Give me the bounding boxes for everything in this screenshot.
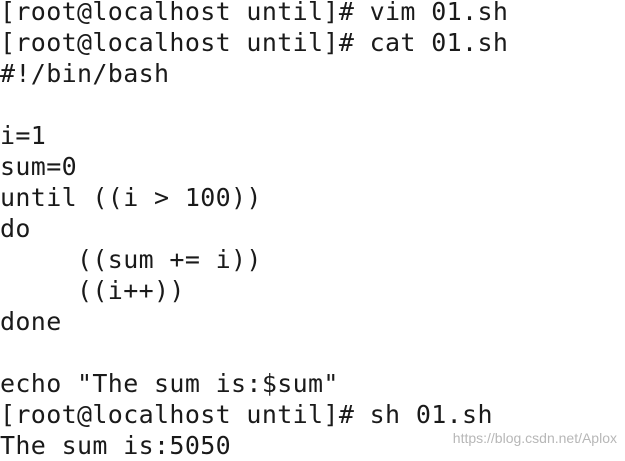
script-line-until: until ((i > 100)) [0, 183, 262, 212]
script-line-sum-init: sum=0 [0, 152, 78, 181]
script-line-do: do [0, 214, 31, 243]
command-output: The sum is:5050 [0, 431, 232, 460]
script-shebang: #!/bin/bash [0, 59, 170, 88]
watermark-text: https://blog.csdn.net/Aplox [452, 430, 617, 446]
script-line-done: done [0, 307, 62, 336]
blank-line [0, 337, 508, 368]
script-line-echo: echo "The sum is:$sum" [0, 369, 339, 398]
terminal-output: [root@localhost until]# vim 01.sh [root@… [0, 0, 509, 460]
prompt-line-vim: [root@localhost until]# vim 01.sh [0, 0, 509, 26]
blank-line [0, 89, 508, 120]
prompt-line-cat: [root@localhost until]# cat 01.sh [0, 28, 509, 57]
script-line-i-increment: ((i++)) [0, 276, 185, 305]
prompt-line-sh: [root@localhost until]# sh 01.sh [0, 400, 493, 429]
script-line-sum-add: ((sum += i)) [0, 245, 262, 274]
script-line-i-init: i=1 [0, 121, 47, 150]
